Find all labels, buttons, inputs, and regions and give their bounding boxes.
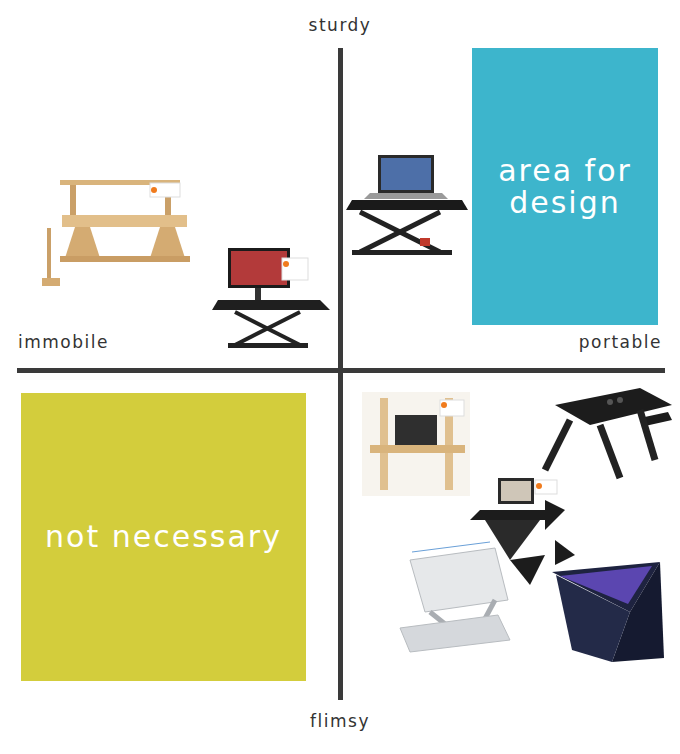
wooden-desk [42,180,190,286]
wooden-laptop-stand [362,392,470,496]
box-text: area for design [488,155,642,218]
box-stand [552,562,664,662]
silver-stand [400,542,510,652]
vertical-axis [338,48,343,700]
horizontal-axis [17,368,665,373]
axis-left-label: immobile [16,332,111,352]
box-text: not necessary [45,521,282,553]
folding-table [545,388,672,478]
unneeded-area-box: not necessary [21,393,306,681]
axis-right-label: portable [577,332,664,352]
axis-bottom-label: flimsy [308,711,372,731]
desk-riser [212,248,330,348]
laptop-riser [346,155,468,255]
axis-top-label: sturdy [307,15,374,35]
design-area-box: area for design [472,48,658,325]
